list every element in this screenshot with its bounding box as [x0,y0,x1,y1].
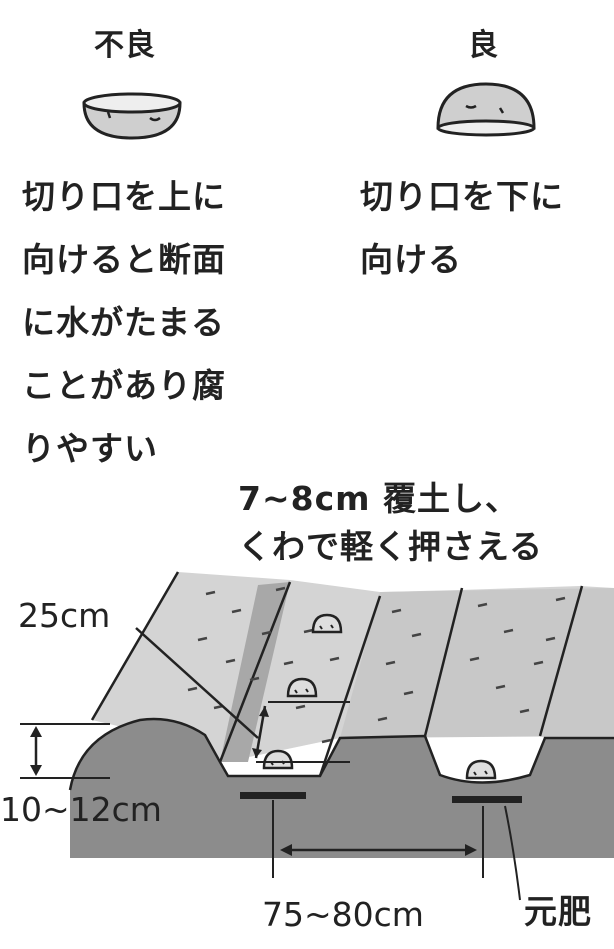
good-orientation-description: 切り口を下に 向ける [360,180,564,306]
good-description-line: 切り口を下に [360,177,564,216]
fertilizer-bar-right [452,796,522,803]
good-orientation-title: 良 [468,28,499,63]
fertilizer-bar-left [240,792,306,799]
soil-texture [187,586,566,744]
bad-description-line: 向けると断面 [22,240,226,279]
fertilizer-label: 元肥 [524,892,592,931]
spacing-label: 25cm [18,596,111,635]
potato-cut-down-icon [436,82,536,137]
bad-orientation-title: 不良 [94,28,156,63]
cover-note-line2: くわで軽く押さえる [238,527,544,566]
bad-description-line: に水がたまる [22,303,226,342]
bad-description-line: 切り口を上に [22,177,226,216]
bad-description-line: ことがあり腐 [22,366,226,405]
cover-note-line1: 7~8cm 覆土し、 [238,479,520,518]
row-width-label: 75~80cm [262,895,424,934]
good-description-line: 向ける [360,240,462,279]
soil-cross-section [70,719,614,858]
bad-description-line: りやすい [22,429,158,468]
bad-orientation-description: 切り口を上に 向けると断面 に水がたまる ことがあり腐 りやすい [22,180,226,495]
potato-cut-up-icon [82,92,182,140]
depth-label: 10~12cm [0,790,162,829]
